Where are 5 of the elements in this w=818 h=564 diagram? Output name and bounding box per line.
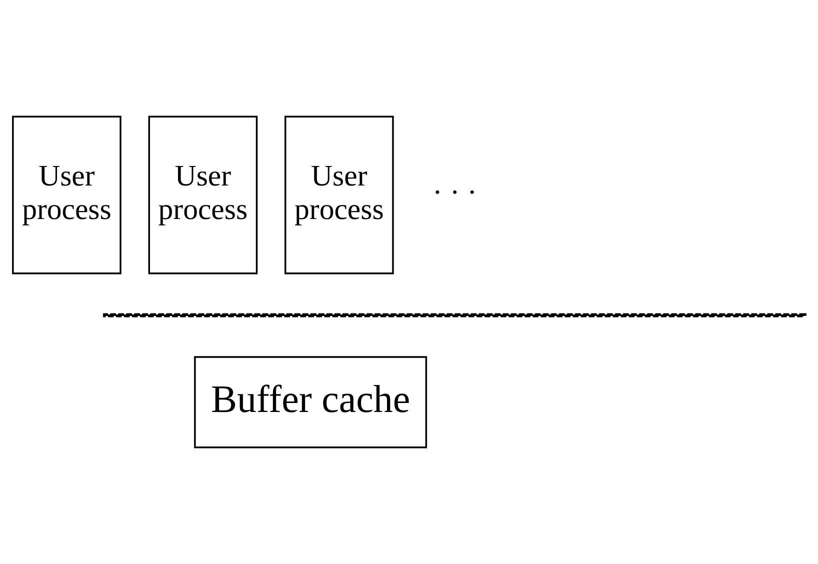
node-box: User process xyxy=(148,116,258,274)
node-box: User process xyxy=(12,116,122,274)
node-box: User process xyxy=(284,116,394,274)
label: · · · xyxy=(432,176,478,210)
node-box: Buffer cache xyxy=(194,356,428,448)
